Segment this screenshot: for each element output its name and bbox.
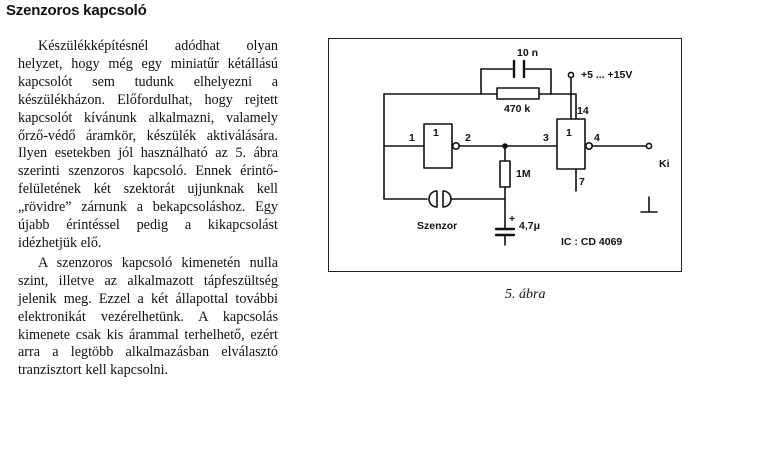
figure-caption: 5. ábra	[505, 287, 546, 302]
paragraph-2: A szenzoros kapcsoló kimenetén nulla szi…	[18, 254, 278, 379]
sensor-plate-right	[442, 190, 452, 208]
label-cap-bottom: 4,7μ	[519, 220, 540, 232]
label-pin7: 7	[579, 176, 585, 188]
article-body: Készülékképítésnél adódhat olyan helyzet…	[18, 38, 278, 380]
label-pin1: 1	[409, 132, 415, 144]
label-output: Ki	[659, 158, 670, 170]
capacitor-10n	[512, 59, 526, 79]
resistor-470k	[496, 87, 540, 100]
inverter-gate-2	[556, 118, 586, 170]
circuit-figure: 10 n +5 ... +15V 470 k 14 1 1 2 3 1 4 7 …	[328, 38, 682, 272]
output-terminal	[645, 142, 653, 150]
paragraph-1: Készülékképítésnél adódhat olyan helyzet…	[18, 38, 278, 251]
label-pin14: 14	[577, 105, 589, 117]
label-ic: IC : CD 4069	[561, 236, 622, 248]
label-sensor: Szenzor	[417, 220, 457, 232]
output-ground-icon	[640, 196, 658, 213]
inverter-gate-1	[423, 123, 453, 169]
circuit-diagram: 10 n +5 ... +15V 470 k 14 1 1 2 3 1 4 7 …	[383, 47, 670, 248]
wire-sensor-left	[383, 145, 428, 200]
label-pin2: 2	[465, 132, 471, 144]
label-1m: 1M	[516, 168, 531, 180]
label-supply: +5 ... +15V	[581, 69, 632, 81]
label-pin4: 4	[594, 132, 600, 144]
label-pin3: 3	[543, 132, 549, 144]
wire-cap-right	[523, 68, 552, 95]
wire-feedback-right	[538, 93, 577, 120]
label-gate-left: 1	[433, 127, 439, 139]
label-gate-right: 1	[566, 127, 572, 139]
resistor-1m	[499, 160, 511, 188]
label-cap-top: 10 n	[517, 47, 538, 59]
supply-terminal	[567, 71, 575, 79]
article-title: Szenzoros kapcsoló	[6, 2, 147, 19]
label-plus: +	[509, 213, 515, 225]
wire-left-input	[383, 93, 425, 147]
sensor-plate-left	[428, 190, 438, 208]
label-470k: 470 k	[504, 103, 530, 115]
